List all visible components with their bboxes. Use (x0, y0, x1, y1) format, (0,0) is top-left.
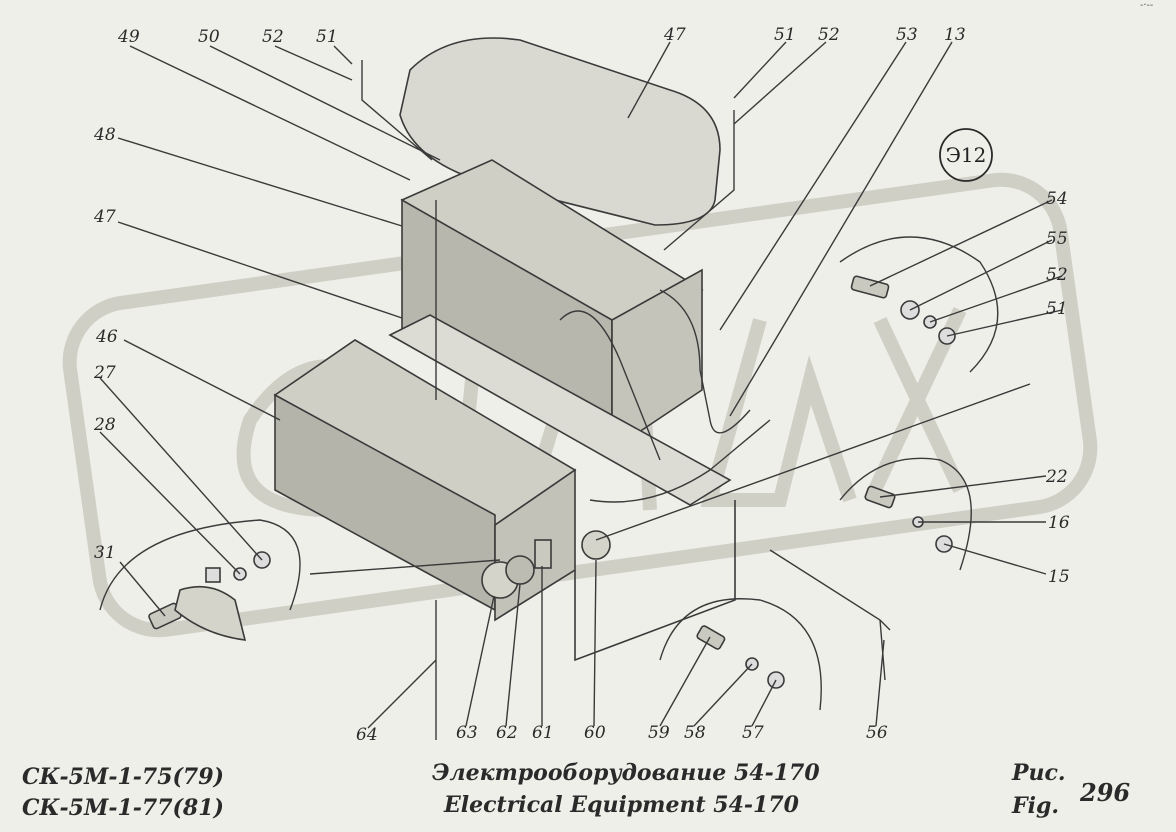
callout-51: 51 (1046, 299, 1068, 319)
lower-battery (273, 339, 736, 662)
upper-battery (400, 159, 704, 452)
detail-right-top (839, 236, 999, 373)
callout-53: 53 (896, 25, 918, 45)
callout-58: 58 (684, 723, 706, 743)
figure-number: 296 (1080, 778, 1131, 807)
callout-51: 51 (316, 27, 338, 47)
figure-label-russian: Рис. (1012, 760, 1066, 786)
callout-56: 56 (866, 723, 888, 743)
model-line-1: СК-5М-1-75(79) (22, 764, 224, 790)
callout-52: 52 (262, 27, 284, 47)
title-russian: Электрооборудование 54-170 (432, 760, 820, 786)
callout-64: 64 (356, 725, 378, 745)
callout-46: 46 (95, 327, 118, 347)
callout-28: 28 (93, 415, 116, 435)
callout-48: 48 (93, 125, 116, 145)
callout-52: 52 (818, 25, 840, 45)
cables (361, 60, 891, 740)
figure-label-english: Fig. (1012, 793, 1060, 819)
detail-left (99, 519, 301, 641)
callout-55: 55 (1046, 229, 1068, 249)
callout-27: 27 (93, 363, 116, 383)
callout-61: 61 (532, 723, 554, 743)
callout-31: 31 (94, 543, 116, 563)
callout-57: 57 (742, 723, 764, 743)
callout-63: 63 (456, 723, 478, 743)
callout-60: 60 (584, 723, 606, 743)
callout-62: 62 (496, 723, 518, 743)
title-english: Electrical Equipment 54-170 (444, 792, 799, 818)
callout-52: 52 (1046, 265, 1068, 285)
callout-22: 22 (1045, 467, 1068, 487)
callout-47: 47 (93, 207, 116, 227)
model-line-2: СК-5М-1-77(81) (22, 795, 224, 821)
callout-15: 15 (1048, 567, 1070, 587)
battery-tray (388, 314, 732, 506)
callouts: 49 50 52 51 47 51 52 53 13 48 47 54 55 5… (93, 25, 1070, 745)
callout-49: 49 (117, 27, 140, 47)
leader-lines (99, 41, 1063, 729)
code-badge-text: Э12 (946, 143, 987, 167)
callout-50: 50 (198, 27, 220, 47)
switch-assembly (481, 530, 611, 599)
callout-54: 54 (1046, 189, 1068, 209)
callout-47: 47 (663, 25, 686, 45)
code-badge: Э12 (939, 128, 993, 182)
callout-13: 13 (944, 25, 966, 45)
corner-mark: -·-- (1140, 0, 1154, 11)
callout-16: 16 (1048, 513, 1070, 533)
detail-bottom (659, 598, 822, 711)
callout-59: 59 (648, 723, 670, 743)
callout-51: 51 (774, 25, 796, 45)
